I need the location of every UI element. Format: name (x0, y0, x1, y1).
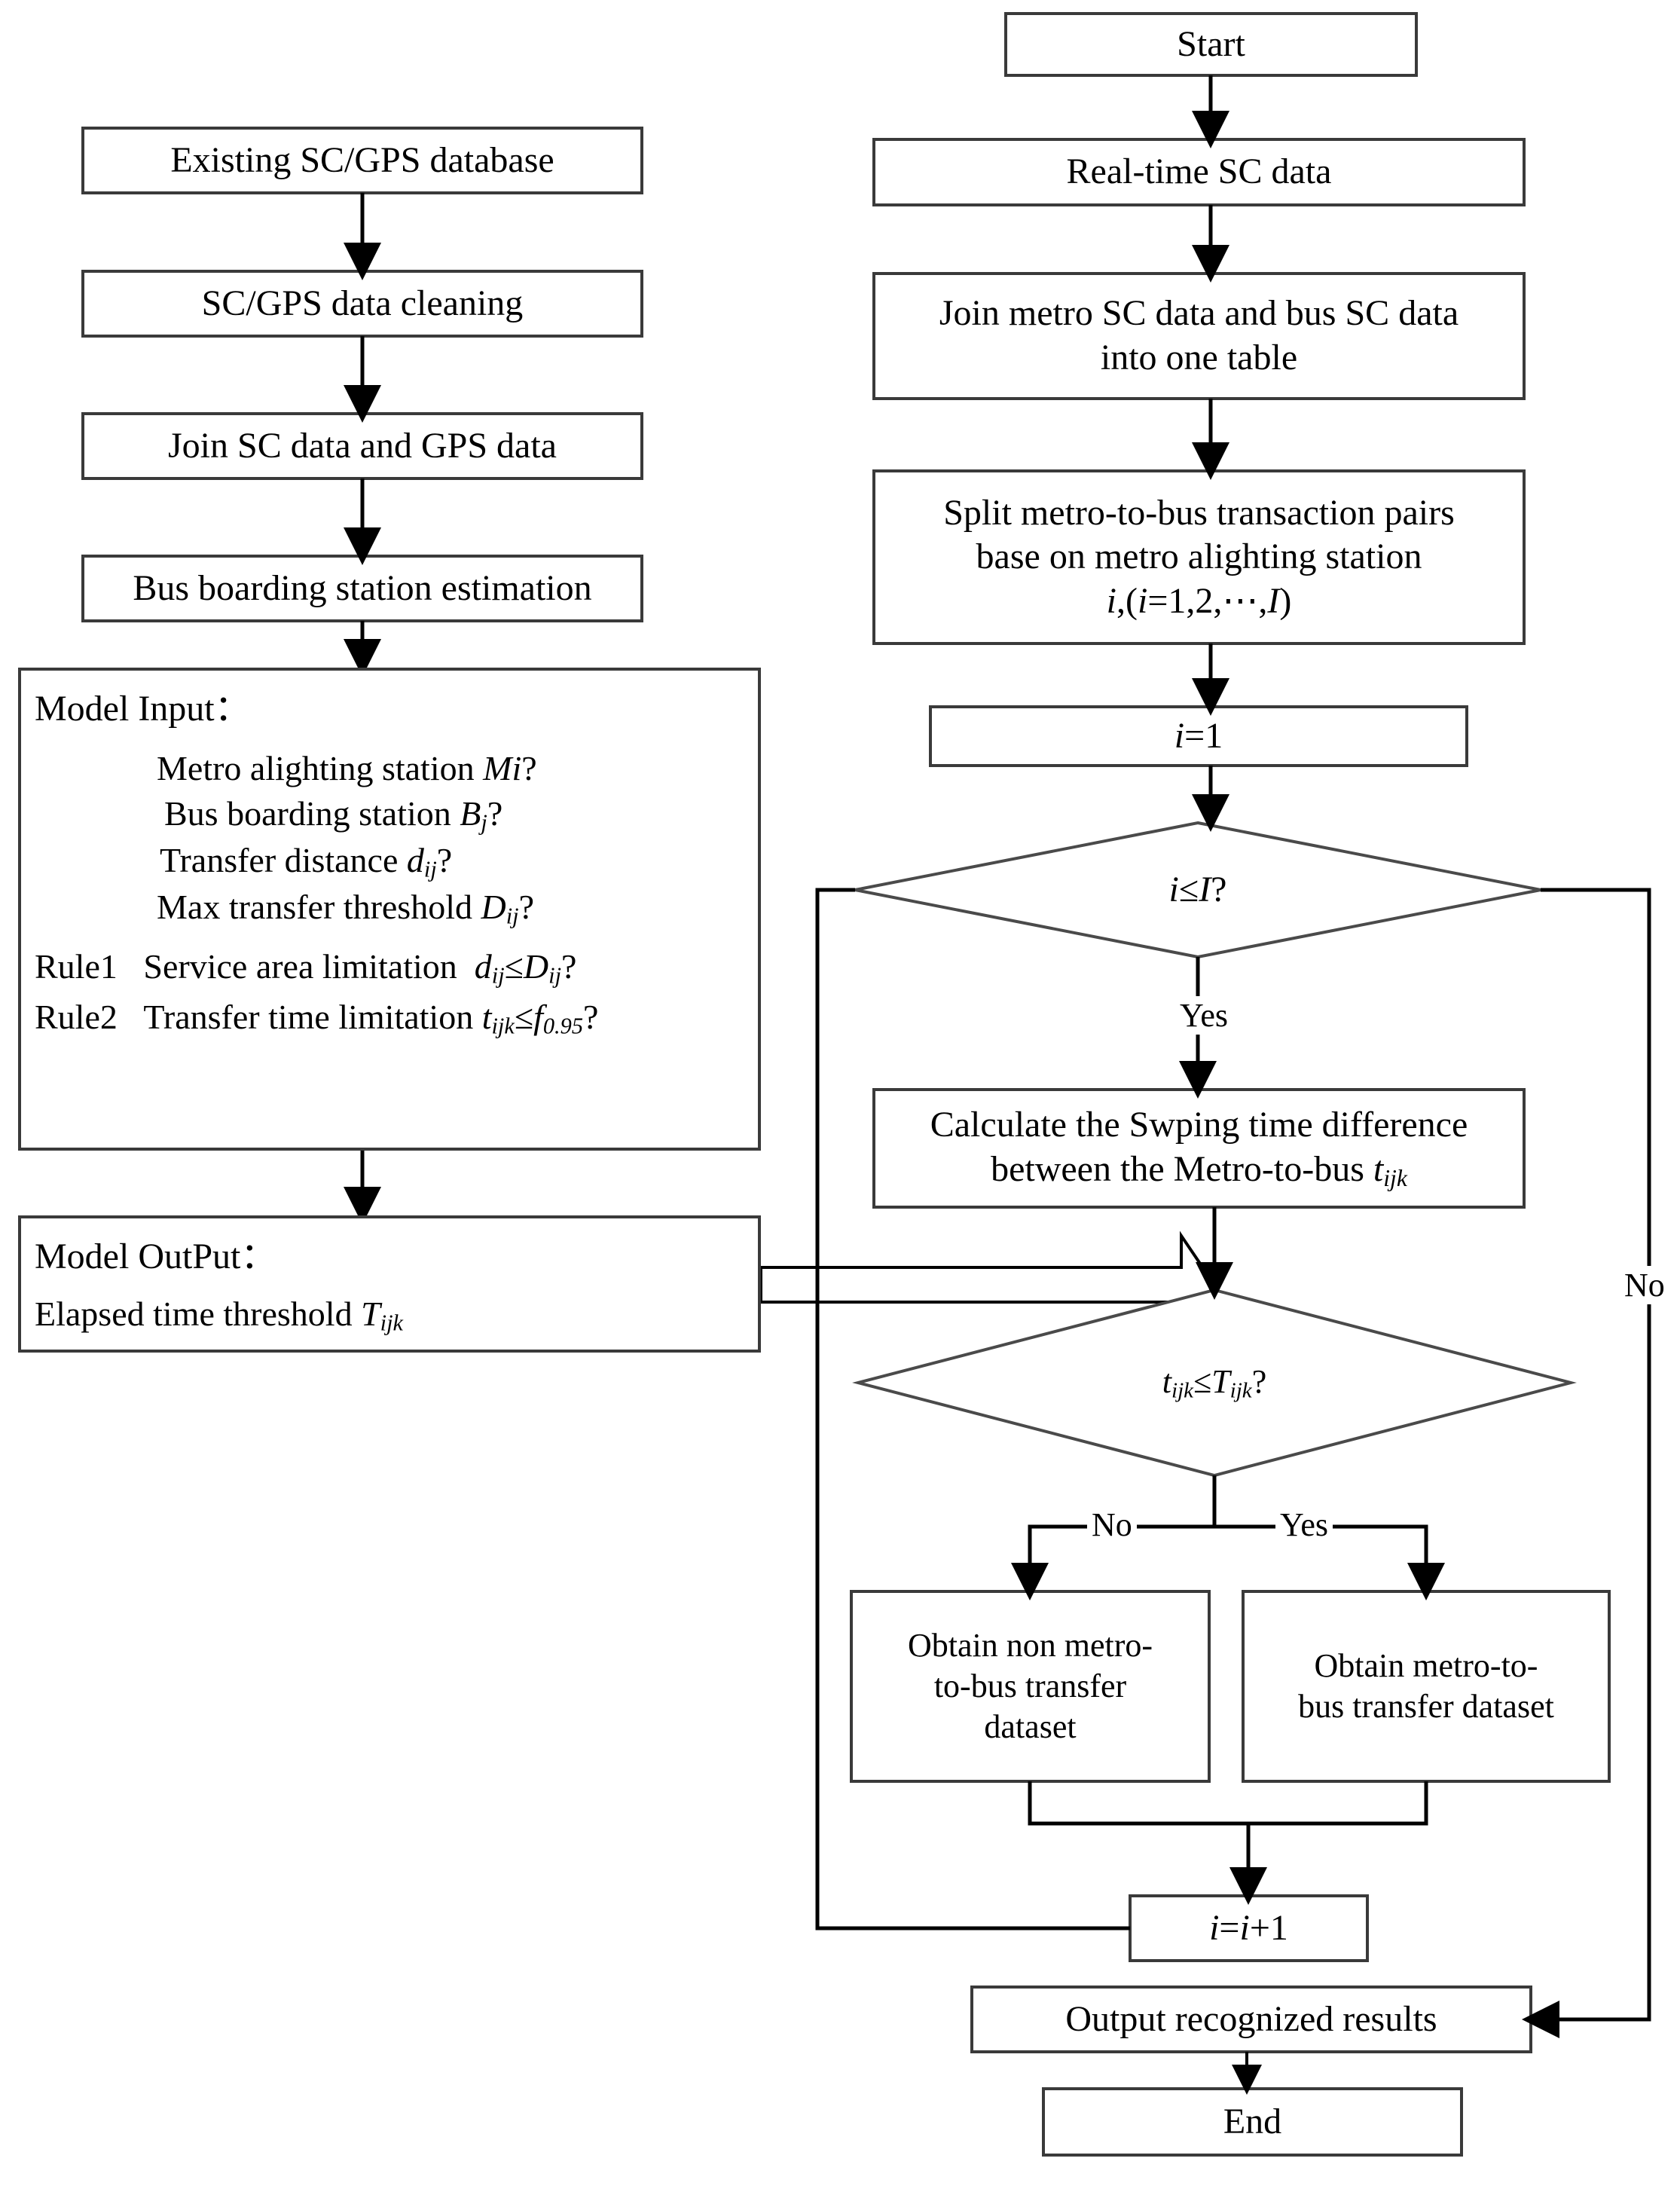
label-join-sc-gps: Join SC data and GPS data (168, 425, 557, 466)
split-line-1: Split metro-to-bus transaction pairs (943, 492, 1455, 533)
label-end: End (1223, 2101, 1282, 2141)
rule1-text: Service area limitation (143, 947, 457, 986)
label-obtain-non-transfer: Obtain non metro- to-bus transfer datase… (851, 1591, 1209, 1781)
node-obtain-non-transfer[interactable] (850, 1590, 1211, 1783)
label-increment-counter: i=i+1 (1209, 1907, 1288, 1948)
label-split-pairs: Split metro-to-bus transaction pairs bas… (874, 471, 1524, 644)
label-existing-db: Existing SC/GPS database (170, 139, 554, 180)
split-line-3: i,(i=1,2,⋯,I) (1106, 580, 1292, 621)
node-start[interactable] (1004, 12, 1418, 77)
label-join-table: Join metro SC data and bus SC data into … (874, 274, 1524, 399)
label-calc-swipe-diff: Calculate the Swping time difference bet… (874, 1090, 1524, 1207)
calc-line-2: between the Metro-to-bus tijk (991, 1148, 1407, 1191)
connector-decision2-no-branch (1011, 1524, 1214, 1600)
rule1-name: Rule1 (35, 947, 118, 986)
symbol-D: D (481, 888, 506, 927)
label-realtime-sc: Real-time SC data (1066, 151, 1332, 192)
model-input-item: Max transfer threshold Dij? (157, 888, 535, 929)
model-input-title: Model Input： (35, 689, 251, 729)
obtain-non-line-2: to-bus transfer (933, 1668, 1127, 1705)
symbol-D-sub: ij (506, 903, 519, 929)
rule2-text: Transfer time limitation (143, 997, 474, 1036)
label-data-cleaning: SC/GPS data cleaning (201, 283, 524, 323)
symbol-d: d (406, 840, 424, 879)
node-model-input[interactable]: Model Input： Metro alighting station Mi?… (18, 668, 761, 1151)
node-calc-swipe-diff[interactable] (872, 1088, 1526, 1209)
label-start: Start (1177, 23, 1245, 64)
obtain-yes-line-1: Obtain metro-to- (1314, 1647, 1538, 1685)
model-input-item-list: Metro alighting station Mi? Bus boarding… (157, 746, 537, 931)
node-end[interactable] (1042, 2087, 1463, 2157)
node-data-cleaning[interactable] (81, 270, 643, 338)
label-init-counter: i=1 (1174, 715, 1223, 756)
node-increment-counter[interactable] (1129, 1894, 1369, 1962)
obtain-non-line-3: dataset (984, 1707, 1077, 1745)
join-table-line-1: Join metro SC data and bus SC data (939, 293, 1459, 334)
connector-decision1-no-to-output (1522, 888, 1651, 2038)
connector-loop-back-to-decision1 (815, 888, 1130, 1931)
label-decision-i-le-I: i≤I? (1168, 869, 1227, 909)
node-existing-db[interactable] (81, 127, 643, 194)
symbol-B-sub: j (481, 809, 487, 836)
edge-label-yes-decision1: Yes (1175, 996, 1233, 1035)
model-output-title: Model OutPut： (35, 1237, 277, 1276)
model-input-rules: Rule1 Service area limitation dij≤Dij? R… (35, 942, 598, 1043)
node-model-output[interactable]: Model OutPut： Elapsed time threshold Tij… (18, 1215, 761, 1353)
edge-label-yes-decision2: Yes (1275, 1506, 1333, 1544)
symbol-Mi: Mi (483, 749, 522, 787)
model-input-item: Bus boarding station Bj? (164, 793, 503, 836)
obtain-non-line-1: Obtain non metro- (907, 1627, 1153, 1665)
node-split-pairs[interactable] (872, 469, 1526, 645)
rule-row: Rule2 Transfer time limitation tijk≤f0.9… (35, 997, 599, 1039)
node-obtain-transfer[interactable] (1242, 1590, 1611, 1783)
model-output-body: Elapsed time threshold Tijk (35, 1295, 404, 1336)
node-bus-boarding[interactable] (81, 555, 643, 622)
node-join-table[interactable] (872, 272, 1526, 400)
rule-row: Rule1 Service area limitation dij≤Dij? (35, 947, 577, 989)
symbol-T-sub: ijk (380, 1310, 404, 1336)
label-output-results: Output recognized results (1065, 1998, 1437, 2039)
rule2-name: Rule2 (35, 997, 118, 1036)
model-input-item: Transfer distance dij? (160, 840, 453, 882)
node-output-results[interactable] (970, 1986, 1532, 2053)
edge-label-no-decision2: No (1087, 1506, 1137, 1544)
node-realtime-sc[interactable] (872, 138, 1526, 206)
model-input-item: Metro alighting station Mi? (157, 749, 537, 787)
symbol-T: T (361, 1295, 380, 1333)
label-decision-t-le-T: tijk≤Tijk? (1162, 1362, 1267, 1402)
label-bus-boarding: Bus boarding station estimation (133, 567, 592, 608)
connector-obtain-merge (1028, 1781, 1428, 1826)
label-obtain-transfer: Obtain metro-to- bus transfer dataset (1243, 1591, 1609, 1781)
join-table-line-2: into one table (1100, 338, 1298, 378)
symbol-i: i (1174, 715, 1185, 756)
edge-label-no-decision1: No (1620, 1266, 1669, 1304)
split-line-2: base on metro alighting station (976, 537, 1422, 577)
calc-line-1: Calculate the Swping time difference (930, 1105, 1468, 1145)
symbol-d-sub: ij (423, 856, 437, 882)
symbol-B: B (460, 793, 481, 833)
obtain-yes-line-2: bus transfer dataset (1298, 1688, 1554, 1725)
